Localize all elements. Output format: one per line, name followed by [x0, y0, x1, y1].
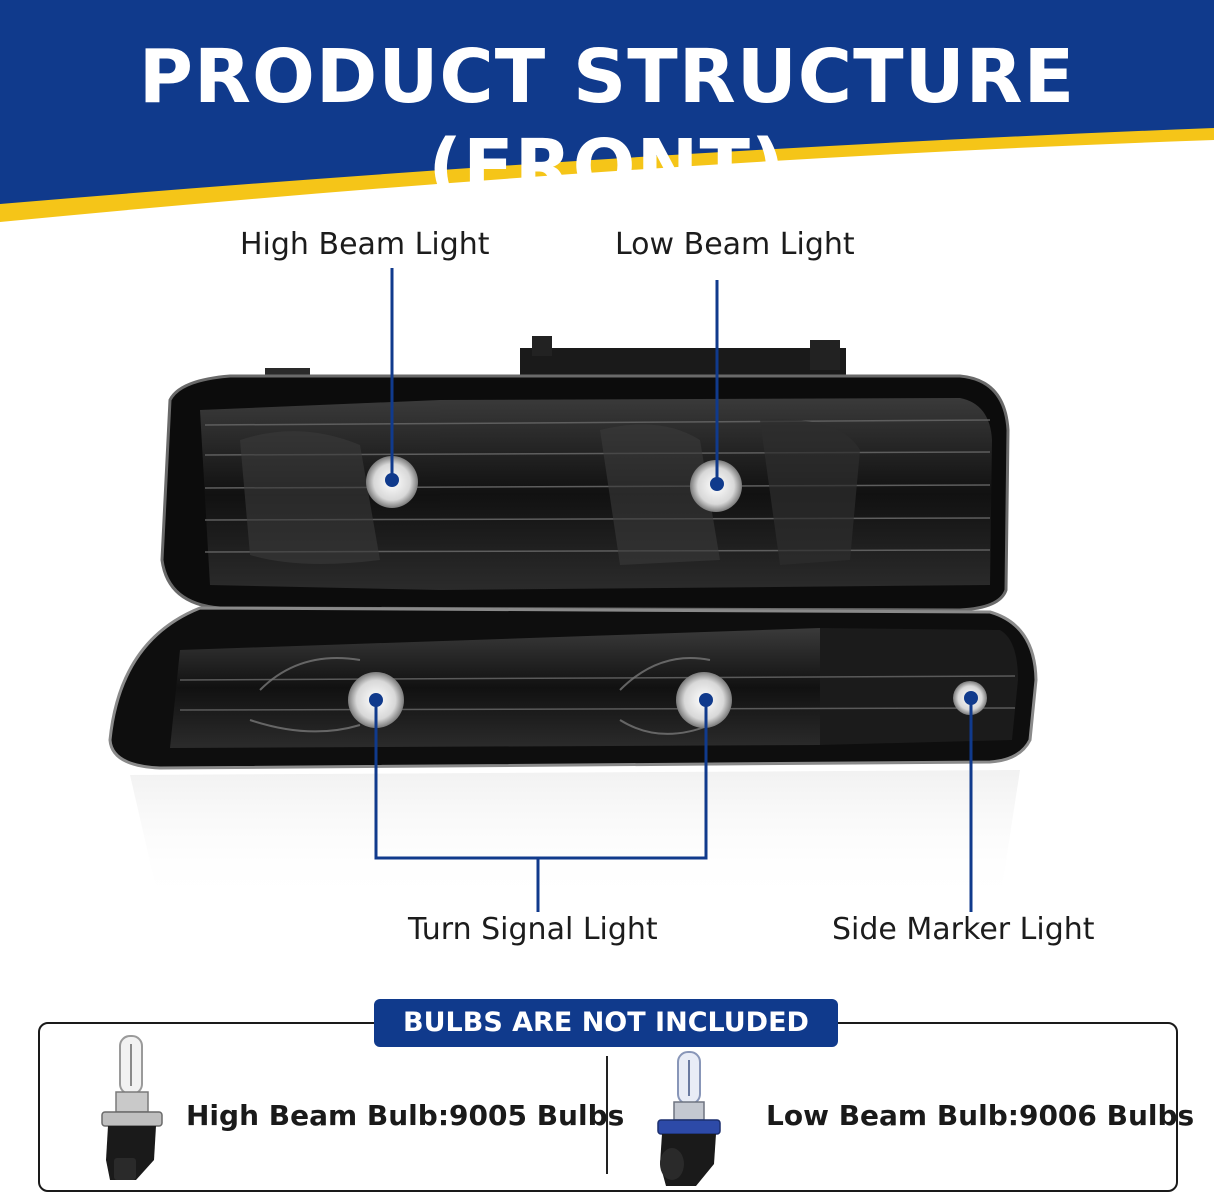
page-title: PRODUCT STRUCTURE (FRONT): [138, 34, 1076, 210]
reflection: [130, 770, 1020, 905]
headlight-assembly-illustration: [108, 268, 1038, 912]
high-beam-bulb-label: High Beam Bulb:9005 Bulbs: [186, 1099, 625, 1132]
bulbs-not-included-badge: BULBS ARE NOT INCLUDED: [374, 999, 838, 1047]
banner-background: [0, 0, 1214, 204]
high-beam-dot: [385, 473, 399, 487]
callout-dots: [369, 473, 978, 707]
headlight-housing: [160, 374, 1010, 612]
low-beam-label: Low Beam Light: [615, 227, 855, 262]
turn-signal-leader: [374, 700, 708, 912]
signal-housing: [108, 606, 1038, 770]
low-beam-dot: [710, 477, 724, 491]
callout-lines: [374, 268, 973, 912]
halogen-9005-bulb-icon: [101, 1035, 163, 1180]
turn-signal-dot-right: [699, 693, 713, 707]
side-marker-label: Side Marker Light: [832, 912, 1095, 947]
halogen-9006-bulb-icon: [657, 1051, 721, 1186]
low-beam-bulb-label: Low Beam Bulb:9006 Bulbs: [766, 1099, 1195, 1132]
header-banner: [0, 0, 1214, 222]
high-beam-label: High Beam Light: [240, 227, 490, 262]
turn-signal-label: Turn Signal Light: [408, 912, 658, 947]
panel-divider: [606, 1056, 608, 1174]
turn-signal-dot-left: [369, 693, 383, 707]
side-marker-dot: [964, 691, 978, 705]
